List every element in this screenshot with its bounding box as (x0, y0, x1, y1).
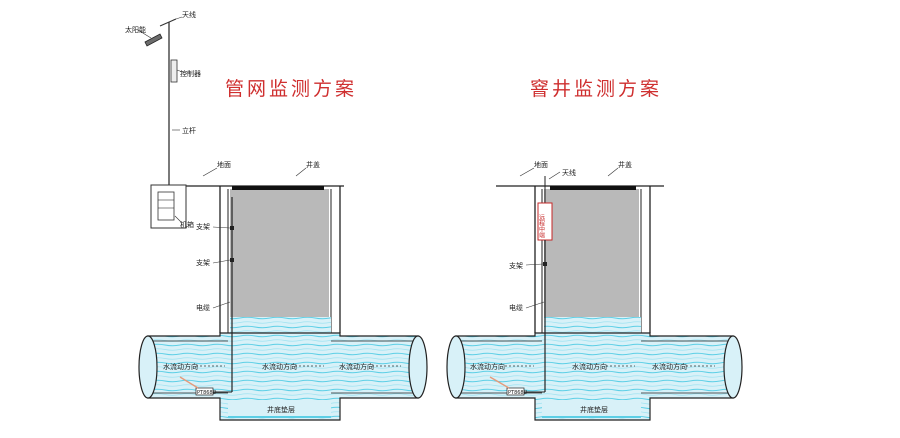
left-pipe-end-left (138, 335, 158, 399)
left-label-bracket-2: 支架 (196, 258, 210, 267)
left-bracket-2 (230, 258, 234, 262)
right-label-bracket: 支架 (509, 261, 523, 270)
left-diagram-title: 管网监测方案 (225, 78, 358, 100)
right-shaft-air (544, 189, 639, 317)
right-label-manhole-cover: 井盖 (618, 160, 632, 169)
left-sensor (195, 387, 214, 396)
left-label-cabinet: 机箱 (180, 220, 194, 229)
left-label-ground: 地面 (217, 160, 231, 169)
right-label-cable: 电缆 (509, 303, 523, 312)
left-label-cable: 电缆 (196, 303, 210, 312)
left-label-flow-1: 水流动方向 (163, 362, 198, 371)
right-pipe-end-left (446, 335, 466, 399)
left-label-well-bottom: 井底垫层 (267, 405, 295, 414)
right-shaft-water (544, 317, 641, 335)
right-label-ground: 地面 (534, 160, 548, 169)
left-label-flow-2: 水流动方向 (262, 362, 297, 371)
left-bracket-1 (230, 226, 234, 230)
left-label-antenna: 天线 (182, 10, 196, 19)
right-sensor (506, 387, 525, 396)
left-label-pole: 立杆 (182, 126, 196, 135)
left-manhole-cover (232, 186, 324, 190)
left-label-sensor: PT868D (197, 390, 217, 396)
right-label-flow-2: 水流动方向 (572, 362, 607, 371)
left-sump (228, 400, 331, 418)
left-shaft-water (230, 317, 331, 335)
left-label-manhole-cover: 井盖 (306, 160, 320, 169)
left-label-controller: 控制器 (180, 69, 201, 78)
right-label-flow-1: 水流动方向 (470, 362, 505, 371)
right-pipe-end-right (723, 335, 743, 399)
left-diagram: 太阳能 天线 控制器 立杆 机箱 地面 井盖 支架 支架 电缆 水流动方向 水流… (125, 10, 428, 421)
left-label-bracket-1: 支架 (196, 222, 210, 231)
right-diagram-title: 窨井监测方案 (530, 78, 663, 100)
left-pipe-end-right (408, 335, 428, 399)
right-label-sensor: PT868D (508, 390, 528, 396)
right-diagram: 地面 天线 井盖 远程中端 支架 电缆 水流动方向 水流动方向 水流动方向 PT… (446, 160, 743, 421)
left-label-flow-3: 水流动方向 (339, 362, 374, 371)
right-manhole-cover (550, 186, 636, 190)
right-label-well-bottom: 井底垫层 (580, 405, 608, 414)
right-label-flow-3: 水流动方向 (652, 362, 687, 371)
left-controller-box (170, 59, 178, 83)
right-label-antenna: 天线 (562, 168, 576, 177)
right-sump (542, 400, 641, 418)
left-label-solar-panel: 太阳能 (125, 25, 146, 34)
left-shaft-air (230, 189, 329, 317)
right-bracket (543, 262, 547, 266)
right-label-device: 远程中端 (538, 213, 545, 239)
left-solar-panel (144, 33, 163, 47)
